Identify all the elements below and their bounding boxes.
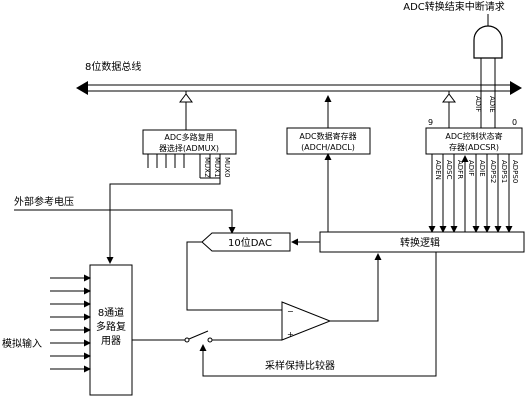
- adc-control-register-box: [425, 127, 523, 155]
- ctrl-buffer-triangle: [442, 93, 456, 103]
- dac-to-comparator-wire: [186, 241, 282, 311]
- analog-mux-box: [89, 264, 133, 396]
- adps1-bit-label: ADPS1: [500, 160, 508, 183]
- adfr-bit-label: ADFR: [456, 160, 464, 179]
- data-reg-label-line1: ADC数据寄存器: [299, 131, 356, 141]
- sample-control-wire: [199, 252, 437, 377]
- analog-mux-label-line3: 用器: [101, 335, 121, 347]
- bus-right-arrow: [510, 81, 522, 95]
- sample-switch-blade: [188, 330, 209, 340]
- ctrl-bit-lo-label: 0: [512, 118, 517, 127]
- adif-bit-label: ADIF: [467, 160, 475, 176]
- and-gate: [473, 25, 503, 59]
- ext-ref-label: 外部参考电压: [14, 195, 74, 208]
- comparator-output-wire: [330, 253, 382, 322]
- admux-label-line2: 器选择(ADMUX): [159, 143, 219, 153]
- aden-bit-label: ADEN: [434, 160, 442, 180]
- comparator-triangle: [281, 301, 332, 341]
- comparator-plus-label: +: [287, 330, 294, 339]
- ctrl-reg-label-line1: ADC控制状态寄: [445, 131, 502, 141]
- comparator-minus-label: −: [287, 307, 294, 316]
- switch-contact-left: [184, 337, 190, 343]
- sample-hold-label: 采样保持比较器: [265, 359, 335, 372]
- ctrl-bit-hi-label: 9: [428, 118, 433, 127]
- switch-contact-right: [207, 337, 213, 343]
- adps0-bit-label: ADPS0: [511, 160, 519, 183]
- adie-flag-label: ADIE: [488, 96, 496, 113]
- mux-select-wire: [106, 178, 221, 264]
- admux-register-box: [142, 129, 237, 155]
- ext-ref-wire: [14, 209, 236, 234]
- data-bus-label: 8位数据总线: [85, 60, 141, 73]
- adif-flag-label: ADIF: [474, 96, 482, 112]
- adsc-bit-label: ADSC: [445, 160, 453, 180]
- dac-block: [201, 232, 291, 252]
- ctrl-reg-label-line2: 存器(ADCSR): [449, 142, 499, 152]
- analog-mux-label-line1: 8通道: [98, 306, 124, 319]
- dac-label: 10位DAC: [228, 236, 272, 249]
- conversion-logic-label: 转换逻辑: [400, 236, 440, 249]
- interrupt-request-label: ADC转换结束中断请求: [403, 0, 505, 13]
- admux-buffer-triangle: [179, 93, 193, 103]
- mux1-bit-label: MUX1: [213, 157, 221, 177]
- mux2-bit-label: MUX2: [203, 157, 211, 177]
- analog-input-label: 模拟输入: [2, 337, 42, 350]
- adc-data-register-box: [286, 127, 371, 155]
- data-reg-label-line2: (ADCH/ADCL): [301, 143, 355, 152]
- mux0-bit-label: MUX0: [223, 157, 231, 177]
- bus-left-arrow: [76, 81, 88, 95]
- adie-bit-label: ADIE: [478, 160, 486, 177]
- admux-label-line1: ADC多路复用: [164, 132, 213, 142]
- analog-mux-label-line2: 多路复: [96, 320, 126, 333]
- adps2-bit-label: ADPS2: [489, 160, 497, 183]
